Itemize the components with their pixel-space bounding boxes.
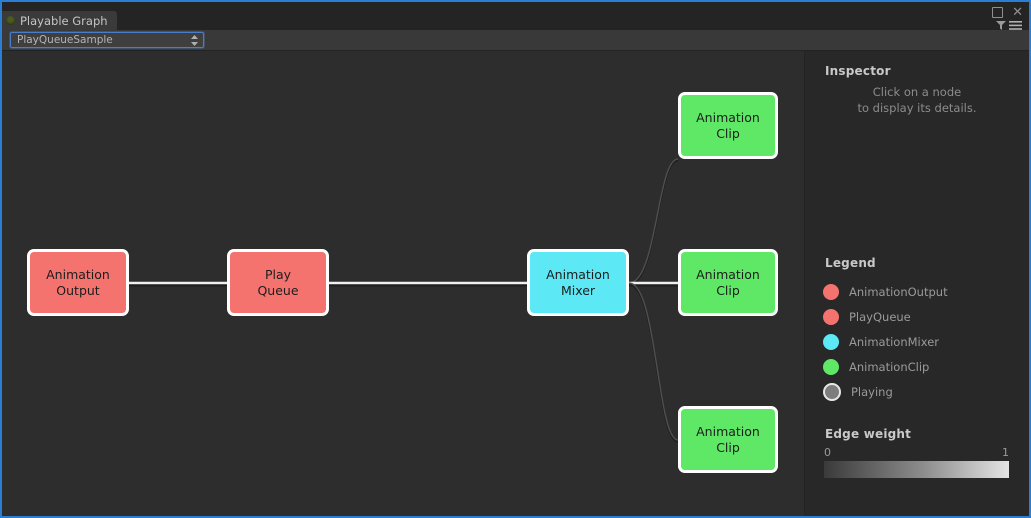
graph-selector-value: PlayQueueSample <box>17 34 113 46</box>
edge-weight-scale: 0 1 <box>824 446 1009 459</box>
inspector-hint: Click on a node to display its details. <box>815 84 1019 116</box>
graph-edge <box>628 158 679 284</box>
graph-edges <box>129 158 679 443</box>
legend-swatch-playqueue <box>823 308 839 325</box>
legend-item: AnimationOutput <box>823 279 1021 304</box>
tab-playable-graph[interactable]: Playable Graph <box>2 11 117 30</box>
node-label-line1: Animation <box>696 109 760 125</box>
legend-swatch-animationmixer <box>823 333 839 350</box>
legend-label: AnimationOutput <box>849 284 948 299</box>
legend-swatch-playing <box>823 382 841 401</box>
legend-item: AnimationClip <box>823 354 1021 379</box>
legend-label: AnimationClip <box>849 359 930 374</box>
graph-edge-shadow <box>628 283 679 443</box>
side-panel: Inspector Click on a node to display its… <box>804 51 1029 516</box>
graph-toolbar: PlayQueueSample <box>2 30 1029 51</box>
edge-weight-gradient-bar <box>824 461 1009 478</box>
window-titlebar: Playable Graph ✕ <box>2 2 1029 31</box>
legend-item: PlayQueue <box>823 304 1021 329</box>
window-menu-row <box>996 21 1022 30</box>
node-label-line1: Animation <box>696 423 760 439</box>
window-controls: ✕ <box>992 5 1023 20</box>
edge-weight-max: 1 <box>1002 446 1009 459</box>
legend-label: PlayQueue <box>849 309 911 324</box>
legend-label: Playing <box>851 384 893 399</box>
edge-weight-title: Edge weight <box>825 427 912 441</box>
inspector-title: Inspector <box>825 64 891 78</box>
maximize-icon[interactable] <box>992 7 1004 18</box>
legend-item: AnimationMixer <box>823 329 1021 354</box>
legend-label: AnimationMixer <box>849 334 940 349</box>
node-label-line1: Play <box>264 266 292 282</box>
chevron-updown-icon <box>191 34 198 46</box>
hamburger-menu-icon[interactable] <box>1009 21 1022 30</box>
node-label-line1: Animation <box>546 266 610 282</box>
inspector-hint-line1: Click on a node <box>872 85 962 99</box>
node-label-line2: Clip <box>716 125 740 141</box>
edge-weight-min: 0 <box>824 446 831 459</box>
graph-edge-shadow <box>628 159 679 286</box>
node-label-line2: Mixer <box>560 282 596 298</box>
node-label-line1: Animation <box>46 266 110 282</box>
legend-swatch-animationclip <box>823 358 839 375</box>
node-label-line2: Queue <box>257 282 299 298</box>
node-label-line2: Clip <box>716 282 740 298</box>
legend-title: Legend <box>825 256 876 270</box>
tab-label: Playable Graph <box>20 13 108 28</box>
close-icon[interactable]: ✕ <box>1012 5 1023 20</box>
node-label-line1: Animation <box>696 266 760 282</box>
inspector-hint-line2: to display its details. <box>857 101 977 115</box>
node-label-line2: Output <box>56 282 100 298</box>
legend-swatch-animationoutput <box>823 283 839 300</box>
graph-selector-dropdown[interactable]: PlayQueueSample <box>10 32 204 48</box>
unity-window-icon <box>6 16 15 25</box>
filter-icon[interactable] <box>996 21 1006 30</box>
graph-edge <box>628 282 679 441</box>
node-label-line2: Clip <box>716 439 740 455</box>
legend-item: Playing <box>823 379 1021 404</box>
